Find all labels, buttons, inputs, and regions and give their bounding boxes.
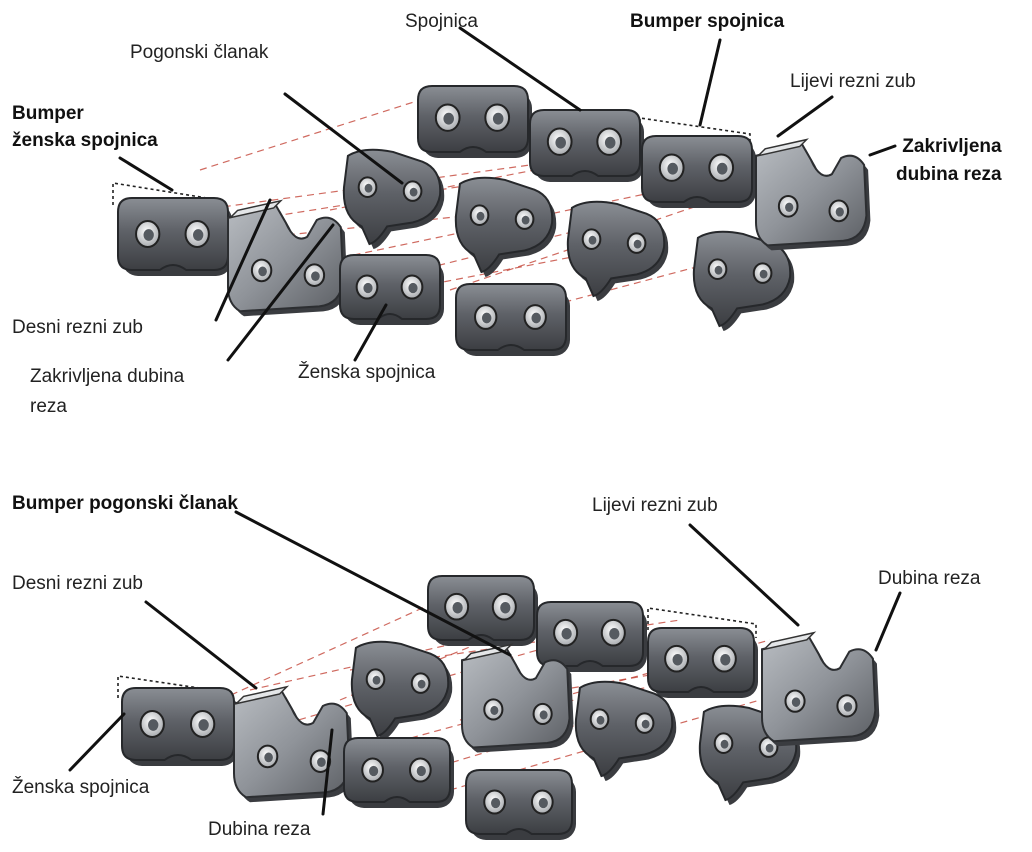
label-zakrivljena-dubina-reza-left-text: Zakrivljena dubina reza — [30, 366, 184, 417]
label-pogonski-clanak: Pogonski članak — [130, 41, 268, 64]
top-side-link-2 — [530, 110, 644, 182]
top-left-cutter — [756, 140, 870, 251]
bottom-female-link — [122, 688, 238, 766]
leader-desni-rezni-zub-bottom — [146, 602, 256, 688]
bottom-drive-link-1 — [352, 642, 452, 741]
leader-bumper-spojnica — [700, 40, 720, 125]
leader-zenska-spojnica-bottom — [70, 714, 124, 770]
label-bumper-pogonski-clanak: Bumper pogonski članak — [12, 492, 238, 515]
label-dubina-reza-right: Dubina reza — [878, 567, 980, 590]
bottom-side-link-1 — [428, 576, 538, 646]
label-zakrivljena-dubina-reza-right: Zakrivljena dubina reza — [896, 133, 1002, 189]
label-lijevi-rezni-zub-top: Lijevi rezni zub — [790, 70, 916, 93]
label-zenska-spojnica-bottom: Ženska spojnica — [12, 776, 149, 799]
leader-dubina-reza-right — [876, 593, 900, 650]
top-side-link-3 — [642, 136, 756, 208]
bottom-right-cutter — [234, 687, 353, 802]
label-zakrivljena-dubina-reza-left: Zakrivljena dubina reza — [30, 362, 184, 422]
label-bumper-zenska-spojnica: Bumper ženska spojnica — [12, 100, 158, 154]
top-female-link-2 — [456, 284, 570, 356]
chain-parts — [113, 86, 879, 840]
bottom-female-link-1 — [344, 738, 454, 808]
top-right-cutter — [228, 201, 347, 316]
label-zakrivljena-dubina-reza-right-text: Zakrivljena dubina reza — [896, 136, 1002, 185]
label-spojnica: Spojnica — [405, 10, 478, 33]
top-side-link-1 — [418, 86, 532, 158]
label-zenska-spojnica-top: Ženska spojnica — [298, 361, 435, 384]
leader-lijevi-rezni-zub-top — [778, 97, 832, 136]
leader-lijevi-rezni-zub-bottom — [690, 525, 798, 625]
bottom-drive-link-2 — [576, 682, 676, 781]
leader-pogonski-clanak — [285, 94, 402, 183]
top-bumper-female-link — [118, 198, 232, 276]
bottom-female-link-2 — [466, 770, 576, 840]
label-bumper-zenska-spojnica-text: Bumper ženska spojnica — [12, 103, 158, 151]
bottom-side-link-3 — [648, 628, 758, 698]
leader-zakrivljena-right — [870, 146, 895, 155]
label-desni-rezni-zub-top: Desni rezni zub — [12, 316, 143, 339]
top-drive-link-2 — [456, 178, 556, 277]
label-lijevi-rezni-zub-bottom: Lijevi rezni zub — [592, 494, 718, 517]
bottom-bumper-drive-link — [462, 644, 574, 752]
label-desni-rezni-zub-bottom: Desni rezni zub — [12, 572, 143, 595]
top-drive-link-3 — [568, 202, 668, 301]
label-bumper-spojnica: Bumper spojnica — [630, 10, 784, 33]
bottom-left-cutter — [762, 633, 879, 747]
top-drive-link-1 — [344, 150, 444, 249]
label-dubina-reza-bottom: Dubina reza — [208, 818, 310, 841]
top-female-link-1 — [340, 255, 444, 325]
